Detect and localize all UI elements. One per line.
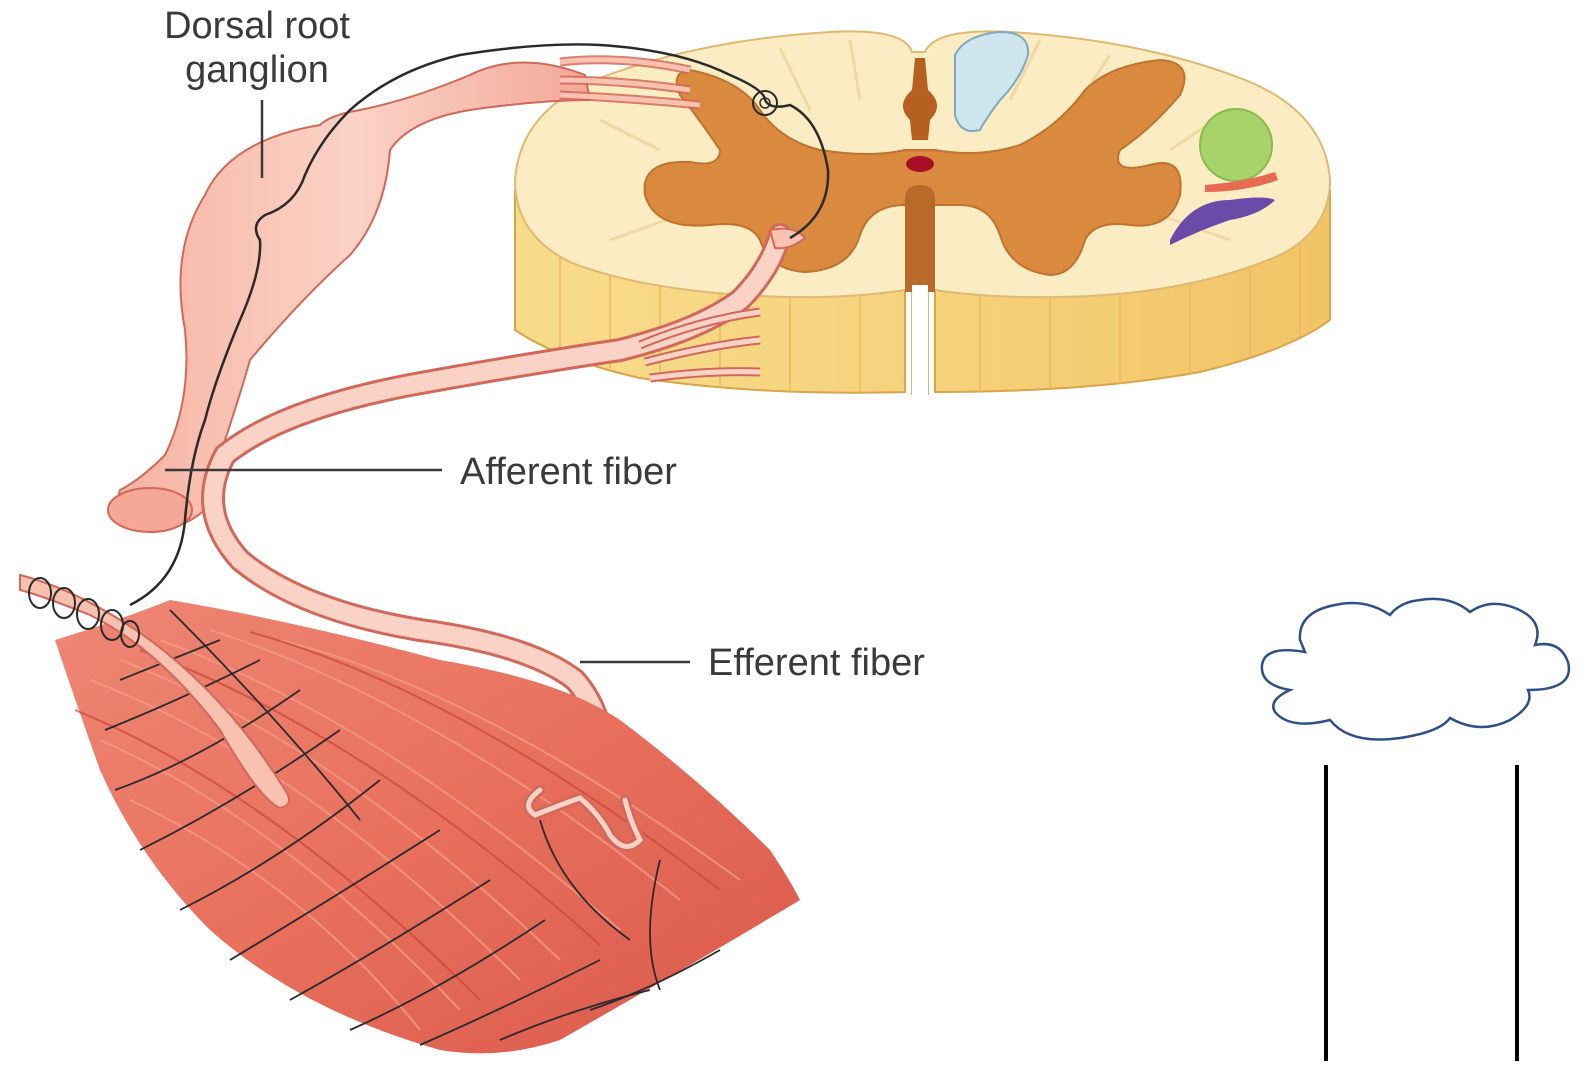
label-efferent-fiber: Efferent fiber [708,641,925,685]
tract-green [1200,109,1272,181]
muscle [20,575,800,1053]
anterior-median-fissure [905,185,935,292]
label-drg-line2: ganglion [112,48,402,92]
cloud-shape [1262,599,1569,740]
label-afferent-fiber: Afferent fiber [460,450,677,494]
label-drg-line1: Dorsal root [112,4,402,48]
label-dorsal-root-ganglion: Dorsal root ganglion [112,4,402,92]
central-canal [906,156,934,172]
